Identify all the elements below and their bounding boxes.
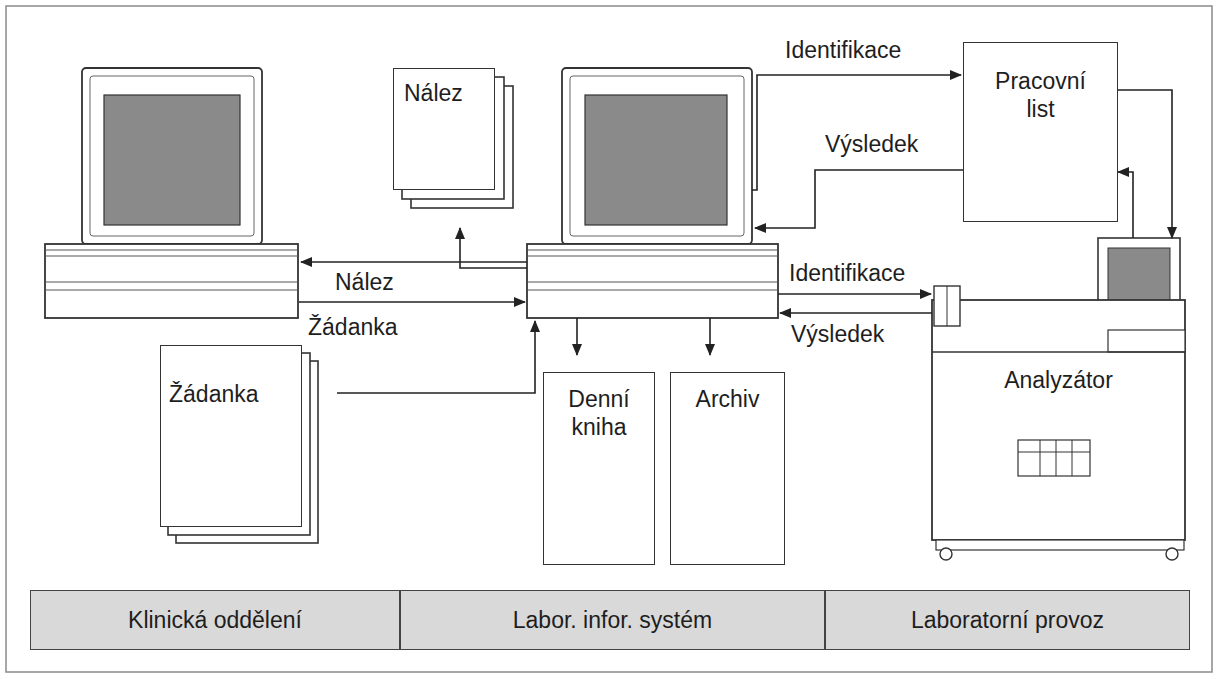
storage-box: Archiv (670, 372, 785, 565)
base-line (45, 256, 298, 257)
flow-label: Nález (332, 268, 397, 296)
node-text: Klinická oddělení (128, 606, 302, 634)
analyzer-shelf (932, 351, 1185, 352)
section-band: Labor. infor. systém (400, 590, 825, 650)
monitor-frame (82, 68, 262, 244)
node-text: Archiv (683, 385, 772, 413)
base-line (527, 256, 778, 257)
node-text: Pracovní list (991, 67, 1090, 123)
worksheet-box: Pracovní list (963, 42, 1118, 222)
sample-rack (934, 286, 960, 326)
base-line (527, 250, 778, 251)
flow-label: Žádanka (305, 313, 401, 341)
storage-box: Denní kniha (543, 372, 655, 565)
grid-line (1072, 440, 1073, 476)
analyzer-body (932, 300, 1185, 540)
daybook-arrow (576, 318, 578, 355)
base-line (45, 250, 298, 251)
flow-label: Výsledek (822, 130, 921, 158)
node-text: Laboratorní provoz (911, 606, 1104, 634)
monitor-screen (585, 95, 727, 225)
analyzer-wheel (1166, 548, 1178, 560)
document-stack: Žádanka (160, 345, 302, 527)
rack-divider (947, 286, 948, 326)
analyzer: Analyzátor (932, 238, 1185, 540)
identification-arrow (752, 75, 961, 190)
computer-base (45, 244, 298, 318)
archive-arrow (709, 318, 711, 355)
analyzer-wheel (940, 548, 952, 560)
section-band: Klinická oddělení (30, 590, 400, 650)
grid-line (1040, 440, 1041, 476)
grid-line (1056, 440, 1057, 476)
section-band: Laboratorní provoz (825, 590, 1190, 650)
node-text: Denní kniha (556, 385, 642, 441)
result-arrow (780, 312, 932, 314)
flow-label: Výsledek (788, 320, 887, 348)
outer-frame (6, 6, 1212, 672)
monitor-frame (562, 68, 752, 244)
monitor-screen (104, 95, 240, 225)
print-arrow (460, 228, 527, 268)
flow-label: Identifikace (786, 259, 908, 287)
identification-arrow (778, 293, 931, 295)
finding-arrow (301, 261, 527, 263)
computer-base (527, 244, 778, 318)
base-line (527, 290, 778, 291)
analyzer-grid (1018, 440, 1090, 476)
base-line (527, 282, 778, 283)
request-arrow (299, 301, 525, 303)
center-computer (527, 68, 778, 318)
grid-line (1018, 452, 1090, 453)
analyzer-plinth (936, 540, 1184, 550)
flow-connector (1118, 90, 1172, 238)
flow-connector (1118, 172, 1133, 238)
node-text: Nález (404, 79, 484, 107)
base-line (45, 282, 298, 283)
result-arrow (755, 170, 963, 228)
left-computer (45, 68, 298, 318)
analyzer-panel (1108, 330, 1185, 352)
monitor-bezel (570, 76, 744, 236)
analyzer-illustration (932, 238, 1185, 560)
base-line (45, 290, 298, 291)
monitor-bezel (90, 76, 254, 236)
flow-label: Identifikace (782, 36, 904, 64)
node-text: Labor. infor. systém (513, 606, 712, 634)
analyzer-screen (1108, 248, 1170, 308)
node-text: Analyzátor (942, 366, 1175, 394)
document-stack: Nález (393, 68, 495, 190)
node-text: Žádanka (169, 380, 293, 408)
